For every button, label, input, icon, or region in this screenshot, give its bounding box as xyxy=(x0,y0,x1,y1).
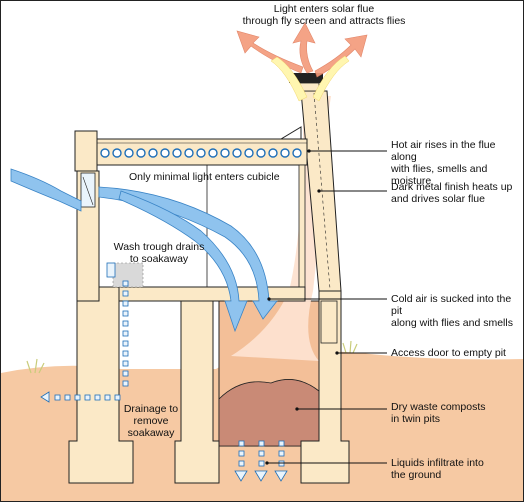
roof-insulation xyxy=(100,148,302,158)
access-door-label: Access door to empty pit xyxy=(391,347,506,359)
flue-top-label: Light enters solar flue through fly scre… xyxy=(242,3,406,27)
infiltration-arrows xyxy=(234,440,288,482)
liquids-label: Liquids infiltrate into the ground xyxy=(391,457,484,481)
air-flow-arrows xyxy=(10,168,278,333)
flue-exhaust-arrows xyxy=(236,22,368,78)
minimal-light-label: Only minimal light enters cubicle xyxy=(129,171,280,183)
compost-mound xyxy=(218,379,320,447)
leader-lines xyxy=(265,149,387,465)
dry-waste-label: Dry waste composts in twin pits xyxy=(391,401,486,425)
cold-air-label: Cold air is sucked into the pit along wi… xyxy=(391,293,513,329)
left-foundation xyxy=(68,286,134,484)
dark-metal-label: Dark metal finish heats up and drives so… xyxy=(391,181,513,205)
flue-cap xyxy=(289,73,323,83)
left-parapet xyxy=(74,130,98,172)
drainage-label: Drainage to remove soakaway xyxy=(123,403,179,439)
drainage-path xyxy=(54,280,129,401)
drainage-arrow-icon xyxy=(40,391,50,403)
right-wall xyxy=(298,164,306,302)
light-rays xyxy=(270,55,350,102)
grass-tufts xyxy=(26,340,358,374)
middle-foundation xyxy=(174,300,220,484)
hot-air-label: Hot air rises in the flue along with fli… xyxy=(391,139,496,187)
wash-trough-label: Wash trough drains to soakaway xyxy=(113,241,205,265)
access-door xyxy=(320,300,338,344)
